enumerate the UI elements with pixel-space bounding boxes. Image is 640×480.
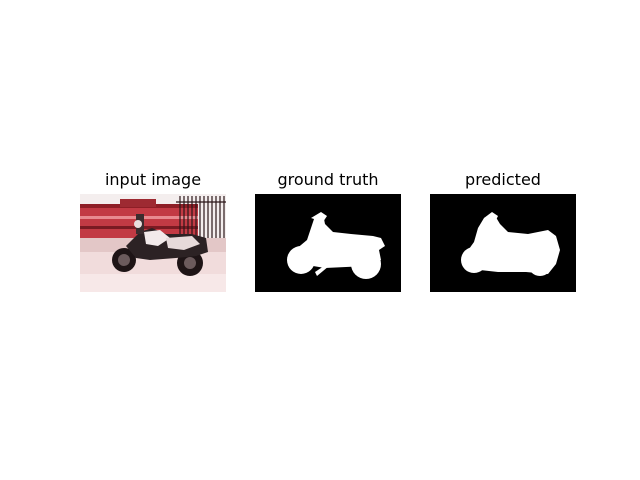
ground-truth-mask (255, 194, 401, 292)
ground-truth-mask-panel (255, 194, 401, 292)
input-image-title: input image (104, 170, 202, 189)
predicted-title: predicted (465, 170, 541, 189)
motorcycle-photo (80, 194, 226, 292)
predicted-mask-panel (430, 194, 576, 292)
predicted-mask (430, 194, 576, 292)
input-image-panel (80, 194, 226, 292)
ground-truth-title: ground truth (277, 170, 379, 189)
